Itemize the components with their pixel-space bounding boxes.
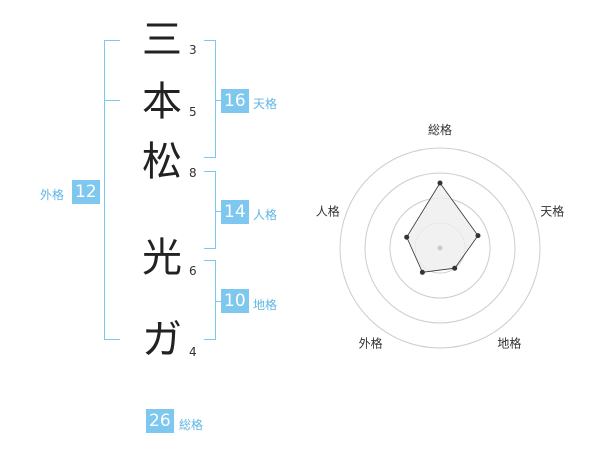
gaikaku-bracket-mid-tick — [104, 100, 120, 101]
radar-point-5 — [404, 234, 410, 240]
radar-data-polygon — [406, 182, 479, 273]
radar-axis-label-3: 地格 — [497, 336, 521, 351]
tenkaku-label: 天格 — [253, 97, 278, 111]
sokaku-value-badge: 26 — [146, 409, 174, 433]
radar-center-dot — [437, 245, 443, 251]
chikaku-bracket-tick — [215, 301, 221, 302]
name-char-2: 本 — [142, 79, 182, 125]
stroke-count-4: 6 — [189, 264, 197, 278]
radar-grid-ring — [339, 147, 541, 349]
name-char-4: 光 — [142, 235, 182, 281]
stroke-count-5: 4 — [189, 345, 197, 359]
radar-point-1 — [437, 180, 443, 186]
gaikaku-value-badge: 12 — [72, 180, 100, 204]
tenkaku-value-badge: 16 — [221, 89, 249, 113]
radar-grid-ring — [364, 172, 516, 324]
radar-axis-label-2: 天格 — [540, 204, 564, 219]
tenkaku-bracket — [204, 40, 216, 158]
tenkaku-bracket-tick — [215, 100, 221, 101]
chikaku-bracket — [204, 260, 216, 340]
stroke-count-1: 3 — [189, 43, 197, 57]
stroke-count-2: 5 — [189, 105, 197, 119]
sokaku-label: 総格 — [179, 418, 204, 432]
gaikaku-label: 外格 — [40, 188, 65, 202]
radar-axis-label-4: 外格 — [359, 336, 383, 351]
name-char-3: 松 — [142, 139, 182, 185]
jinkaku-bracket-tick — [215, 211, 221, 212]
chikaku-value-badge: 10 — [221, 289, 249, 313]
radar-point-4 — [419, 269, 425, 275]
radar-point-3 — [452, 265, 458, 271]
name-char-5: ガ — [142, 317, 182, 363]
radar-axis-label-1: 総格 — [428, 122, 452, 137]
name-char-1: 三 — [142, 17, 182, 63]
jinkaku-bracket — [204, 171, 216, 249]
chikaku-label: 地格 — [253, 298, 278, 312]
radar-point-2 — [475, 233, 481, 239]
jinkaku-label: 人格 — [253, 208, 278, 222]
jinkaku-value-badge: 14 — [221, 200, 249, 224]
gaikaku-bracket — [104, 40, 120, 340]
radar-axis-label-5: 人格 — [316, 204, 340, 219]
stroke-count-3: 8 — [189, 166, 197, 180]
